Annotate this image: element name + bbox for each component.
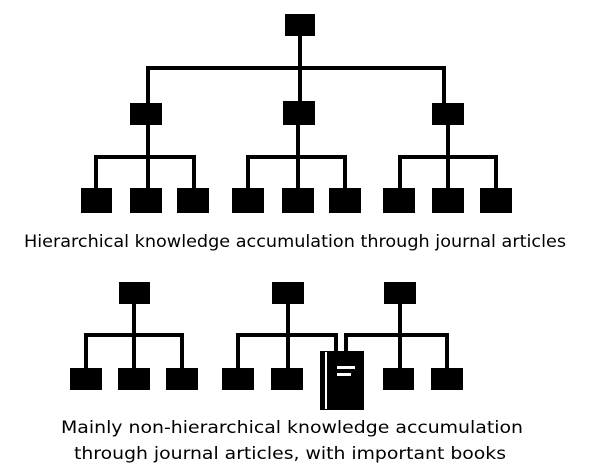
leaf-node <box>431 368 463 390</box>
leaf-node <box>130 188 162 213</box>
leaf-node <box>432 188 464 213</box>
tree2-root-node <box>272 282 304 304</box>
top-tree-connectors <box>94 36 498 190</box>
bottom-caption-line1: Mainly non-hierarchical knowledge accumu… <box>61 418 523 437</box>
leaf-node <box>232 188 264 213</box>
non-hierarchical-trees: Mainly non-hierarchical knowledge accumu… <box>61 282 523 463</box>
level1-node-right <box>432 103 464 125</box>
leaf-node <box>70 368 102 390</box>
bottom-caption-line2: through journal articles, with important… <box>74 444 506 463</box>
bottom-tree-connectors <box>84 303 449 368</box>
bottom-tree-nodes <box>70 282 463 390</box>
top-caption: Hierarchical knowledge accumulation thro… <box>24 232 566 251</box>
leaf-node <box>177 188 209 213</box>
top-tree-nodes <box>81 14 512 213</box>
leaf-node <box>329 188 361 213</box>
book-icon <box>320 351 364 410</box>
hierarchical-tree: Hierarchical knowledge accumulation thro… <box>24 14 566 251</box>
leaf-node <box>118 368 150 390</box>
tree1-root-node <box>119 282 150 304</box>
leaf-node <box>480 188 512 213</box>
leaf-node <box>383 188 415 213</box>
leaf-node <box>166 368 198 390</box>
root-node <box>285 14 315 36</box>
leaf-node <box>271 368 303 390</box>
level1-node-middle <box>283 101 315 125</box>
leaf-node <box>383 368 414 390</box>
leaf-node <box>222 368 254 390</box>
tree3-root-node <box>384 282 416 304</box>
level1-node-left <box>130 103 162 125</box>
leaf-node <box>282 188 314 213</box>
leaf-node <box>81 188 112 213</box>
